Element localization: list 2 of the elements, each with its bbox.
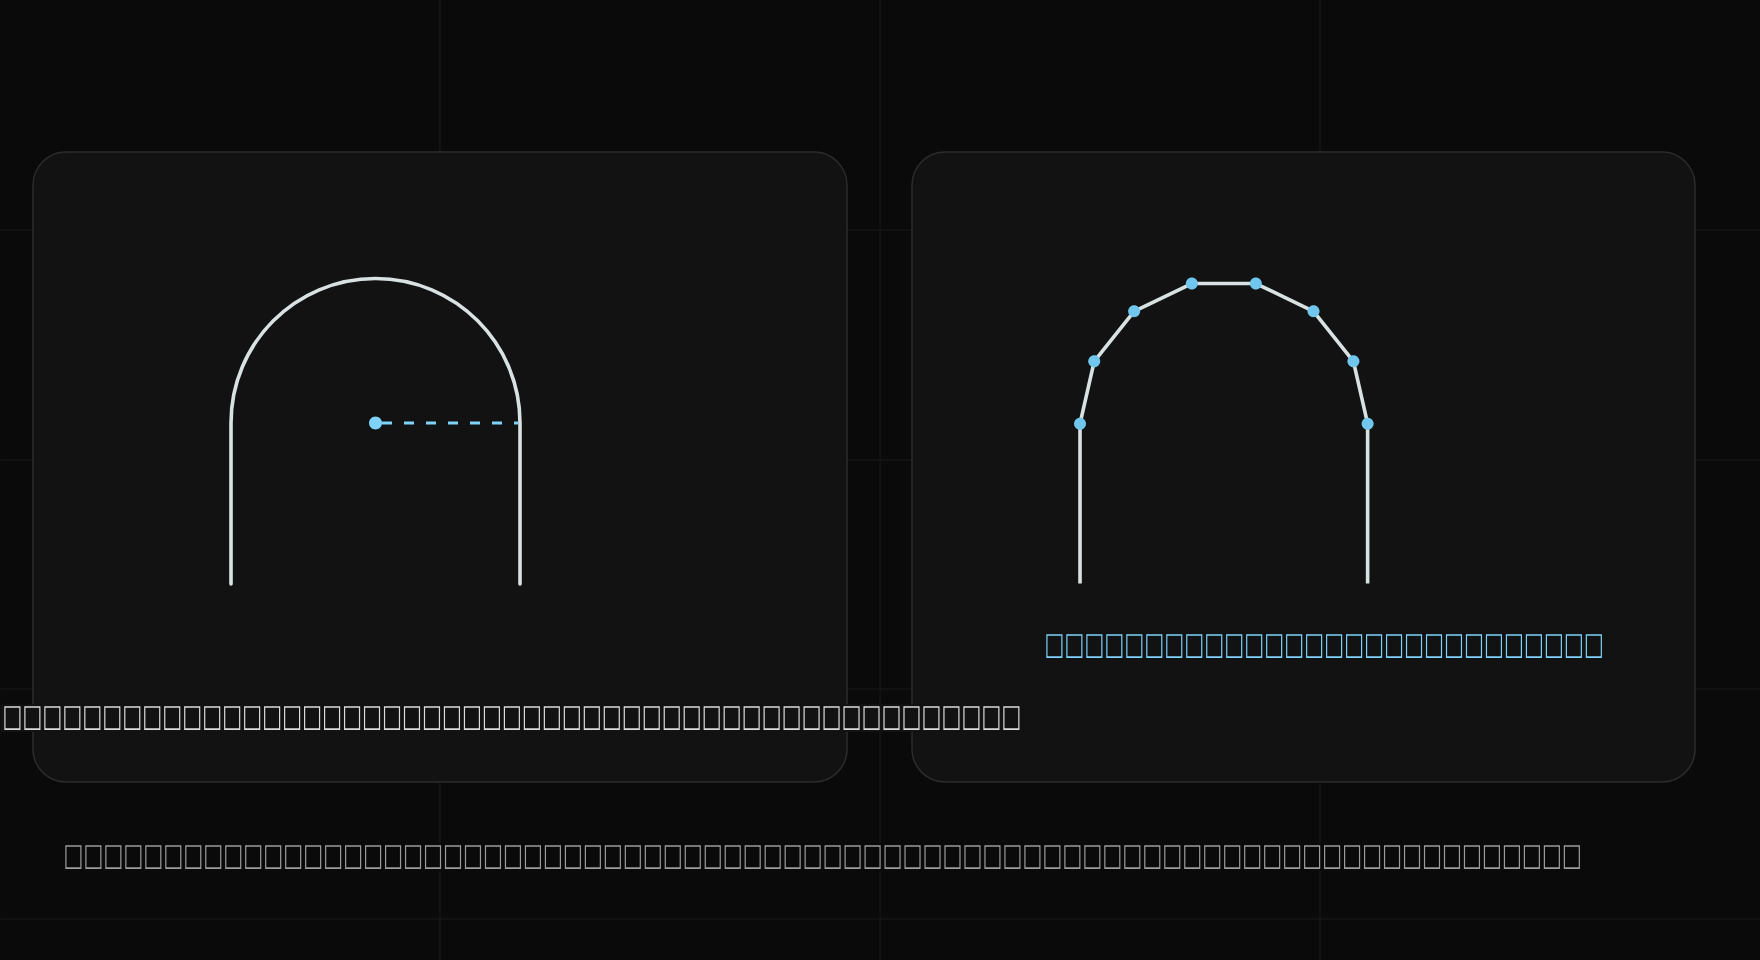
- caption-text: □□□□□□□□□□□□□□□□□□□□□□□□□□□□□□□□□□□□□□□□□□□□□□□□□□□: [0, 704, 1024, 732]
- note-text: □□□□□□□□□□□□□□□□□□□□□□□□□□□□□□□□□□□□□□□□□□□□□□□□□□□□□□□□□□□□□□□□□□□□□□□□□□□□: [61, 843, 1584, 871]
